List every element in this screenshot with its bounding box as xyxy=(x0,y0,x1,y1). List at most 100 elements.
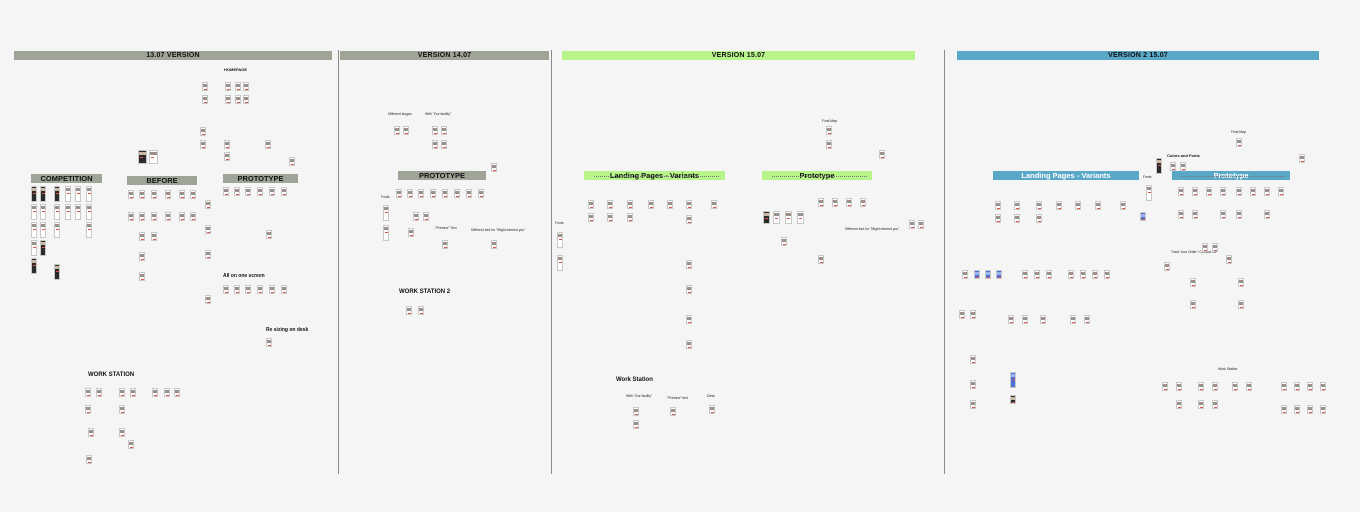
track-frame[interactable] xyxy=(1238,300,1244,309)
landing-frame[interactable] xyxy=(607,200,613,209)
fonts-frame-3[interactable] xyxy=(557,255,563,271)
prototype-4-frame[interactable] xyxy=(1178,187,1184,196)
homepage-frame[interactable] xyxy=(200,127,206,136)
fonts-frame-3[interactable] xyxy=(557,232,563,248)
workstation-frame[interactable] xyxy=(174,388,180,397)
competition-frame[interactable] xyxy=(75,186,81,202)
prototype-3-frame[interactable] xyxy=(797,211,804,224)
variant-frame[interactable] xyxy=(959,310,965,319)
before-frame[interactable] xyxy=(151,232,157,241)
prototype-2-frame[interactable] xyxy=(466,189,472,198)
prototype-frame[interactable] xyxy=(257,285,263,294)
workstation-4-frame[interactable] xyxy=(1198,382,1204,391)
variant-frame[interactable] xyxy=(974,270,980,279)
prototype-2-frame[interactable] xyxy=(430,189,436,198)
track-frame[interactable] xyxy=(1164,262,1170,271)
slogan-frame[interactable] xyxy=(394,126,400,135)
variant-frame[interactable] xyxy=(1010,372,1016,388)
prototype-2-frame[interactable] xyxy=(454,189,460,198)
colors-frame[interactable] xyxy=(1299,154,1305,163)
workstation-4-frame[interactable] xyxy=(1212,400,1218,409)
variant-frame[interactable] xyxy=(962,270,968,279)
before-hero-frame[interactable] xyxy=(149,150,158,164)
landing-frame[interactable] xyxy=(588,213,594,222)
variant-frame[interactable] xyxy=(1034,270,1040,279)
workstation-frame[interactable] xyxy=(119,388,125,397)
competition-frame[interactable] xyxy=(40,204,46,220)
prototype-4-frame[interactable] xyxy=(1264,187,1270,196)
competition-frame[interactable] xyxy=(75,204,81,220)
prototype-4-frame[interactable] xyxy=(1250,187,1256,196)
landing-4-frame[interactable] xyxy=(995,214,1001,223)
before-frame[interactable] xyxy=(128,190,134,199)
variant-frame[interactable] xyxy=(1040,315,1046,324)
competition-frame[interactable] xyxy=(54,204,60,220)
workstation-2-frame[interactable] xyxy=(418,306,424,315)
competition-frame[interactable] xyxy=(65,204,71,220)
before-frame[interactable] xyxy=(179,212,185,221)
workstation-4-frame[interactable] xyxy=(1294,382,1300,391)
prototype-3-frame[interactable] xyxy=(781,237,787,246)
variant-frame[interactable] xyxy=(1104,270,1110,279)
workstation-3-frame[interactable] xyxy=(709,405,715,414)
workstation-4-frame[interactable] xyxy=(1307,405,1313,414)
competition-frame[interactable] xyxy=(86,204,92,220)
landing-4-frame[interactable] xyxy=(1075,201,1081,210)
map-frame[interactable] xyxy=(879,150,885,159)
before-frame[interactable] xyxy=(190,212,196,221)
homepage-frame[interactable] xyxy=(235,95,241,104)
preview-frame[interactable] xyxy=(413,212,419,221)
section-banner-13-07[interactable]: 13.07 VERSION xyxy=(14,51,332,60)
workstation-3-frame[interactable] xyxy=(633,407,639,416)
workstation-4-frame[interactable] xyxy=(1307,382,1313,391)
competition-frame[interactable] xyxy=(31,258,37,274)
landing-4-frame[interactable] xyxy=(1120,201,1126,210)
fonts-frame-4[interactable] xyxy=(1156,158,1162,174)
before-frame[interactable] xyxy=(139,232,145,241)
workstation-4-frame[interactable] xyxy=(1162,382,1168,391)
fonts-frame-4[interactable] xyxy=(1146,185,1152,201)
prototype-4-frame[interactable] xyxy=(1236,187,1242,196)
prototype-4-frame[interactable] xyxy=(1178,210,1184,219)
workstation-4-frame[interactable] xyxy=(1246,382,1252,391)
prototype-frame[interactable] xyxy=(266,230,272,239)
section-banner-v2-15-07[interactable]: VERSION 2 15.07 xyxy=(957,51,1319,60)
final-map-frame[interactable] xyxy=(826,126,832,135)
variant-frame[interactable] xyxy=(1046,270,1052,279)
fonts-frame[interactable] xyxy=(383,225,389,241)
homepage-frame[interactable] xyxy=(235,82,241,91)
workstation-4-frame[interactable] xyxy=(1320,382,1326,391)
landing-frame[interactable] xyxy=(648,200,654,209)
prototype-3-frame[interactable] xyxy=(918,220,924,229)
landing-4-frame[interactable] xyxy=(1036,214,1042,223)
landing-frame[interactable] xyxy=(686,215,692,224)
competition-frame[interactable] xyxy=(54,222,60,238)
prototype-3-frame[interactable] xyxy=(832,198,838,207)
before-hero-frame[interactable] xyxy=(138,150,147,164)
prototype-frame[interactable] xyxy=(269,285,275,294)
workstation-4-frame[interactable] xyxy=(1281,382,1287,391)
preview-frame[interactable] xyxy=(442,240,448,249)
homepage-frame[interactable] xyxy=(225,82,231,91)
landing-frame[interactable] xyxy=(686,260,692,269)
homepage-frame[interactable] xyxy=(243,95,249,104)
facility-frame[interactable] xyxy=(441,126,447,135)
prototype-3-frame[interactable] xyxy=(818,255,824,264)
prototype-frame[interactable] xyxy=(245,187,251,196)
prototype-2-frame[interactable] xyxy=(407,189,413,198)
competition-frame[interactable] xyxy=(86,222,92,238)
homepage-frame[interactable] xyxy=(202,95,208,104)
homepage-frame[interactable] xyxy=(224,152,230,161)
workstation-frame[interactable] xyxy=(85,405,91,414)
track-frame[interactable] xyxy=(1238,278,1244,287)
variant-frame[interactable] xyxy=(1080,270,1086,279)
prototype-4-frame[interactable] xyxy=(1206,187,1212,196)
prototype-tag-4[interactable]: Prototype xyxy=(1172,171,1290,180)
variant-frame[interactable] xyxy=(1022,270,1028,279)
workstation-3-frame[interactable] xyxy=(670,407,676,416)
workstation-2-frame[interactable] xyxy=(406,306,412,315)
landing-4-frame[interactable] xyxy=(1036,201,1042,210)
landing-frame[interactable] xyxy=(627,200,633,209)
competition-frame[interactable] xyxy=(54,186,60,202)
